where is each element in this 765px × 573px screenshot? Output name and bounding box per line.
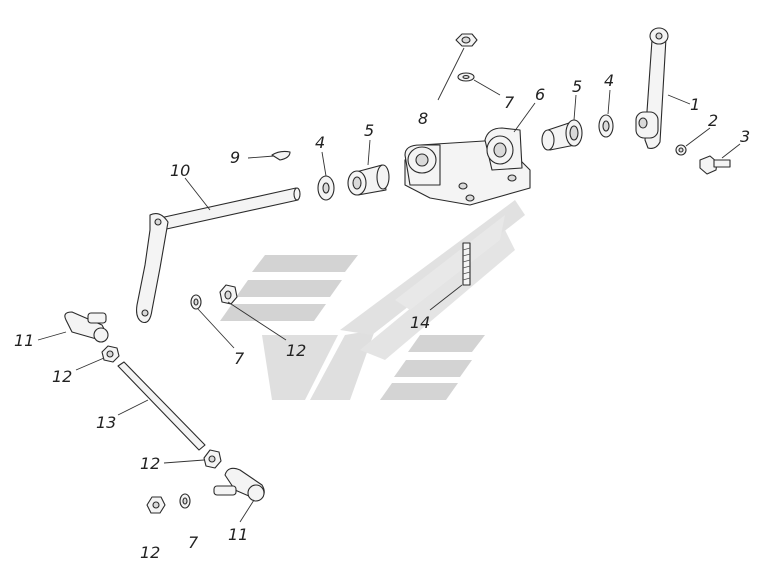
rod-part-13 <box>117 361 206 451</box>
callout-5-left: 5 <box>364 121 374 140</box>
callout-7-mid: 7 <box>234 349 245 368</box>
callout-12-mid: 12 <box>286 341 306 360</box>
nut-part-8 <box>455 33 478 47</box>
washer-part-4-left <box>317 175 335 201</box>
nut-part-12-lower <box>203 449 222 469</box>
callout-8: 8 <box>418 109 428 128</box>
callout-12-upper: 12 <box>52 367 72 386</box>
washer-part-2 <box>675 144 687 156</box>
callout-3: 3 <box>740 127 750 146</box>
washer-part-7-mid <box>190 294 202 310</box>
watermark-logo <box>220 200 525 400</box>
callout-12-lower: 12 <box>140 454 160 473</box>
ball-joint-part-11-upper <box>64 311 109 343</box>
callout-6: 6 <box>535 85 545 104</box>
nut-part-12-mid <box>219 284 238 305</box>
callout-4-right: 4 <box>604 71 614 90</box>
callout-14: 14 <box>410 313 430 332</box>
nut-part-12-upper <box>101 345 120 363</box>
ball-joint-part-11-lower <box>213 467 265 502</box>
lever-part-1 <box>635 27 669 149</box>
bracket-part-6 <box>404 127 531 206</box>
stud-part-14 <box>462 242 471 286</box>
callout-11-upper: 11 <box>14 331 34 350</box>
washer-part-7-top <box>457 72 475 82</box>
callout-10: 10 <box>170 161 190 180</box>
washer-part-7-bottom <box>179 493 191 509</box>
callout-7-bottom: 7 <box>188 533 199 552</box>
callout-1: 1 <box>690 95 700 114</box>
callout-labels: 1 2 3 4 4 5 5 6 7 7 7 8 9 10 11 11 12 12… <box>14 71 750 562</box>
callout-9: 9 <box>230 148 240 167</box>
bushing-part-5-left <box>347 164 390 196</box>
nut-part-12-bottom <box>146 496 166 514</box>
callout-13: 13 <box>96 413 116 432</box>
callout-2: 2 <box>708 111 718 130</box>
callout-12-bottom: 12 <box>140 543 160 562</box>
callout-11-lower: 11 <box>228 525 248 544</box>
bushing-part-5-right <box>541 119 583 151</box>
callout-4-left: 4 <box>315 133 325 152</box>
callout-7-top: 7 <box>504 93 515 112</box>
bolt-part-3 <box>699 155 731 175</box>
shaft-part-10 <box>136 187 301 324</box>
washer-part-4-right <box>598 114 614 138</box>
key-part-9 <box>271 150 291 161</box>
callout-5-right: 5 <box>572 77 582 96</box>
leader-lines <box>37 47 741 523</box>
